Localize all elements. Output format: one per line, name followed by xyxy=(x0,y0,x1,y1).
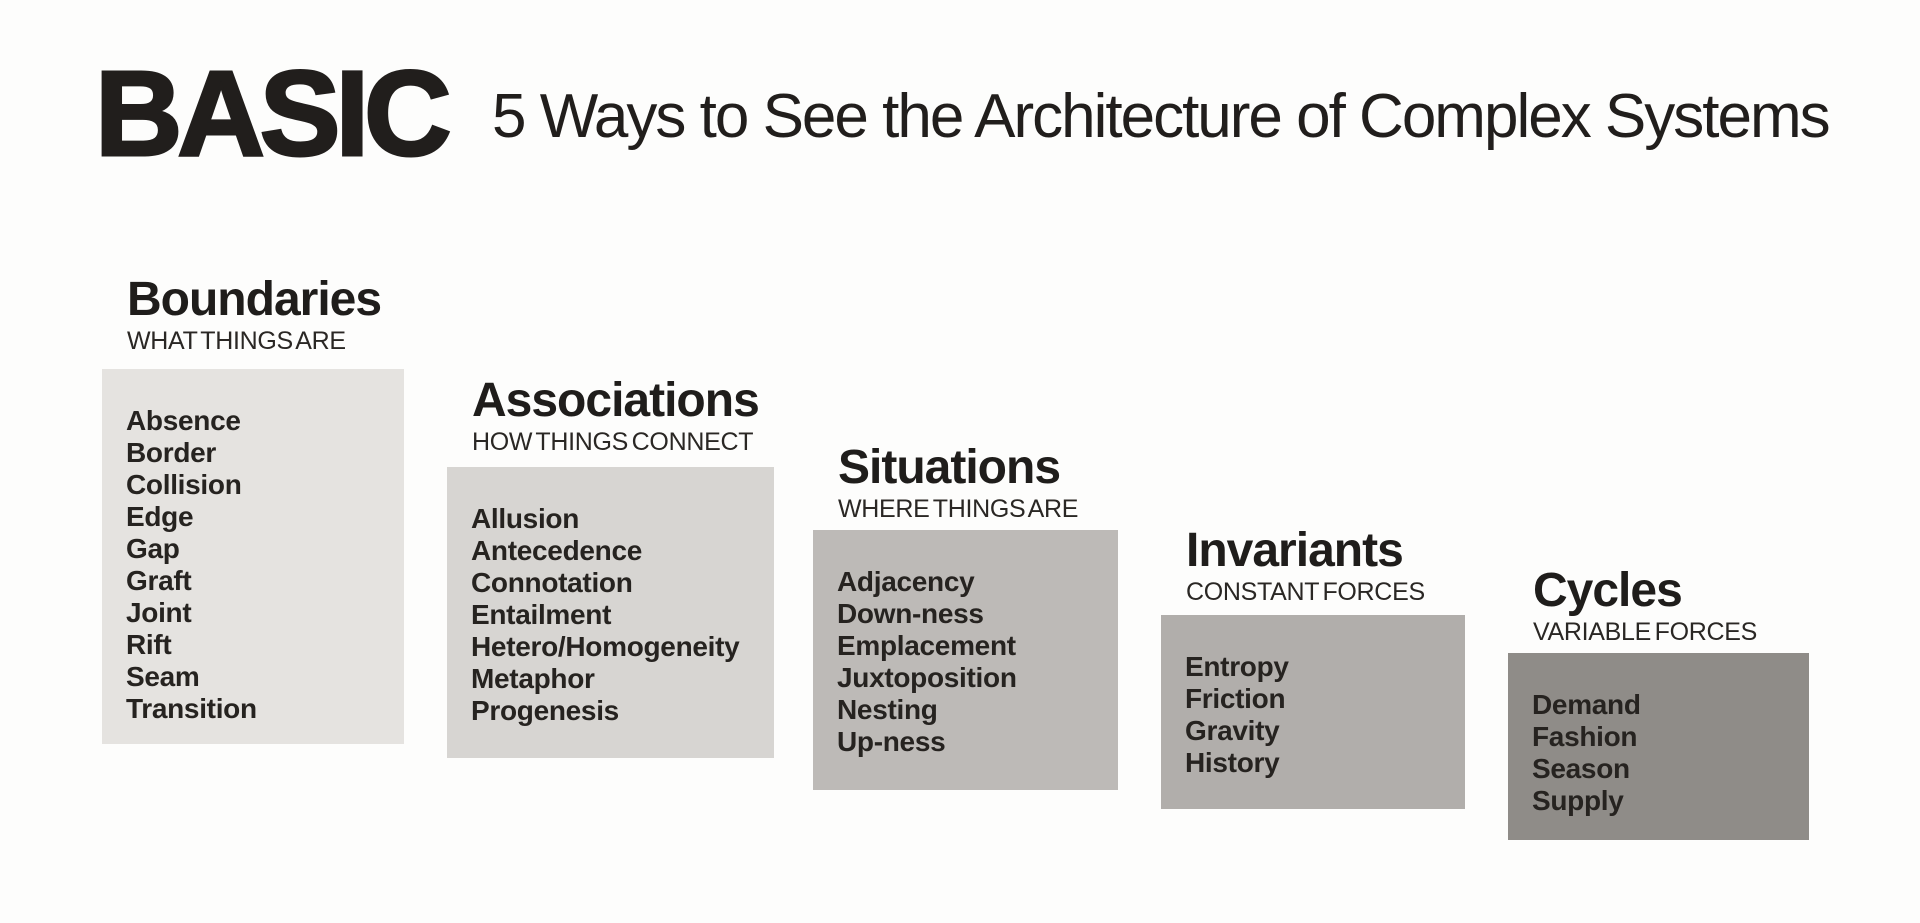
list-item: Allusion xyxy=(471,503,580,534)
list-item: Juxtoposition xyxy=(837,662,1017,693)
logo-basic: BASIC xyxy=(93,45,452,181)
column-subtitle: VARIABLE FORCES xyxy=(1533,618,1758,646)
list-item: Friction xyxy=(1185,683,1286,714)
list-item: Antecedence xyxy=(471,535,642,566)
list-item: Nesting xyxy=(837,694,938,725)
list-item: Season xyxy=(1532,753,1630,784)
column-subtitle: CONSTANT FORCES xyxy=(1186,578,1425,606)
list-item: Gravity xyxy=(1185,715,1280,746)
list-item: Collision xyxy=(126,469,242,500)
list-item: Down-ness xyxy=(837,598,984,629)
column-subtitle: WHAT THINGS ARE xyxy=(127,327,346,355)
column-heading: Situations xyxy=(838,441,1061,494)
list-item: Connotation xyxy=(471,567,633,598)
column-heading: Invariants xyxy=(1186,524,1404,577)
list-item: Up-ness xyxy=(837,726,946,757)
list-item: Absence xyxy=(126,405,241,436)
list-item: Graft xyxy=(126,565,192,596)
page-title: 5 Ways to See the Architecture of Comple… xyxy=(492,82,1831,151)
list-item: Hetero/Homogeneity xyxy=(471,631,740,662)
list-item: Entailment xyxy=(471,599,612,630)
list-item: Entropy xyxy=(1185,651,1289,682)
list-item: Seam xyxy=(126,661,200,692)
list-item: Supply xyxy=(1532,785,1624,816)
list-item: Border xyxy=(126,437,216,468)
list-item: Demand xyxy=(1532,689,1641,720)
list-item: Fashion xyxy=(1532,721,1638,752)
list-item: History xyxy=(1185,747,1280,778)
list-item: Adjacency xyxy=(837,566,975,597)
list-item: Rift xyxy=(126,629,172,660)
list-item: Edge xyxy=(126,501,194,532)
column-heading: Associations xyxy=(472,374,760,427)
list-item: Transition xyxy=(126,693,257,724)
column-subtitle: WHERE THINGS ARE xyxy=(838,495,1079,523)
column-associations: Associations HOW THINGS CONNECT Allusion… xyxy=(447,377,774,758)
column-subtitle: HOW THINGS CONNECT xyxy=(472,428,754,456)
list-item: Emplacement xyxy=(837,630,1016,661)
column-heading: Boundaries xyxy=(127,273,382,326)
list-item: Gap xyxy=(126,533,180,564)
column-heading: Cycles xyxy=(1533,564,1683,617)
list-item: Joint xyxy=(126,597,192,628)
list-item: Metaphor xyxy=(471,663,595,694)
list-item: Progenesis xyxy=(471,695,619,726)
